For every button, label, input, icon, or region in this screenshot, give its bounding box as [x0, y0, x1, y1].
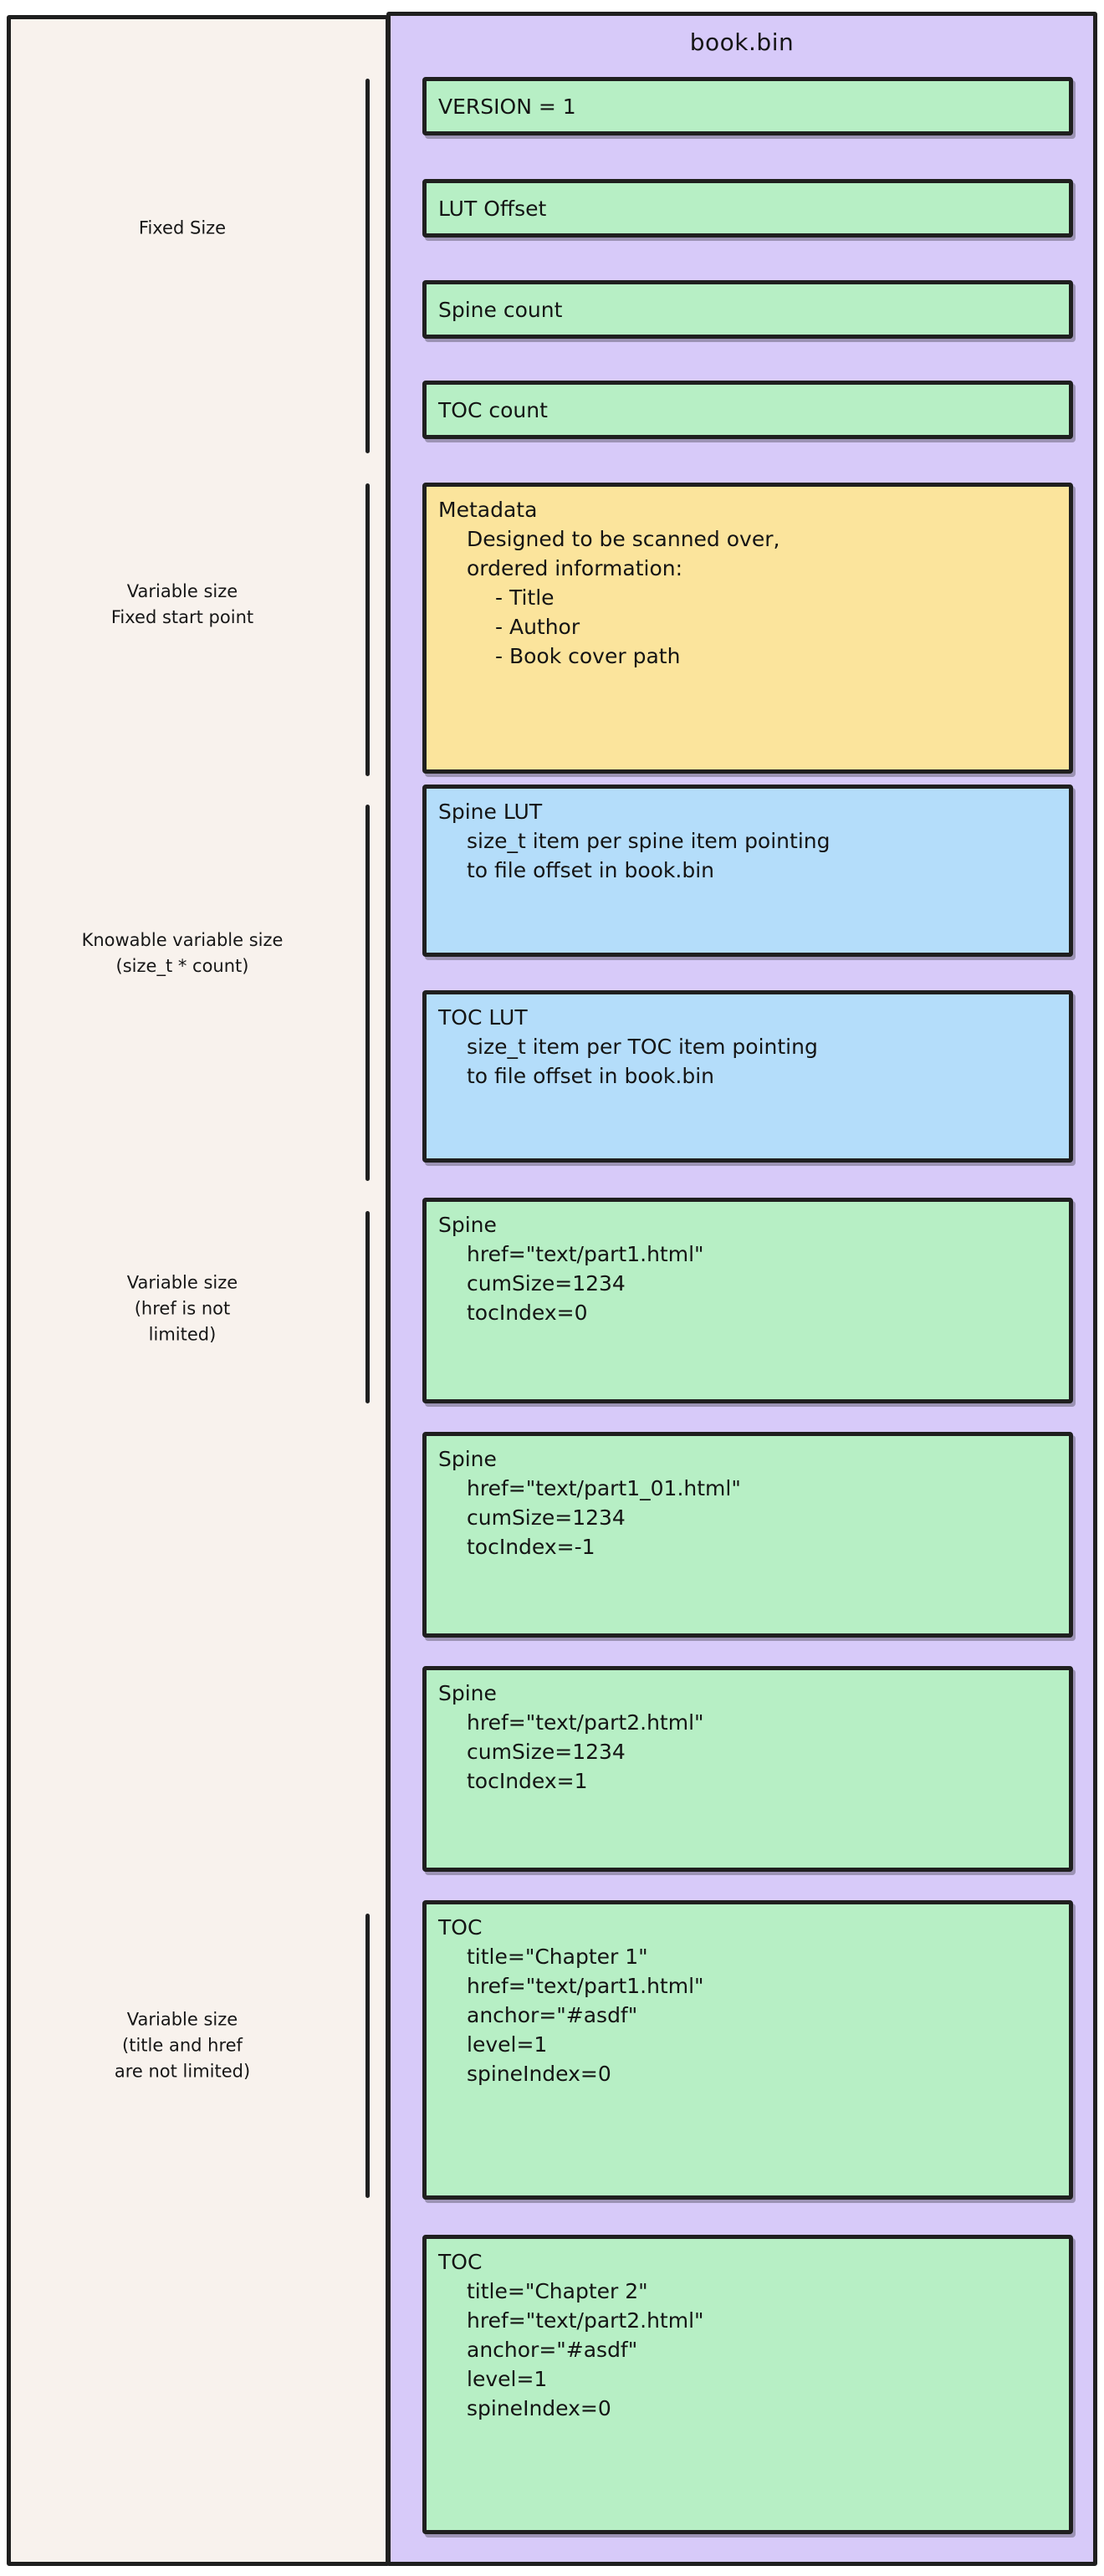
annotations-panel: [7, 15, 390, 2566]
block-header: TOC: [438, 1915, 483, 1940]
block-header: Spine: [438, 1447, 497, 1471]
block-header: LUT Offset: [438, 196, 547, 221]
block-line: anchor="#asdf": [467, 2003, 638, 2027]
block-version: VERSION = 1: [422, 77, 1073, 135]
block-line: href="text/part1_01.html": [467, 1476, 741, 1500]
block-line: tocIndex=1: [467, 1769, 588, 1793]
bracket-variable-title-href: [365, 1914, 370, 2198]
block-toc-count: TOC count: [422, 381, 1073, 439]
block-line: Designed to be scanned over,: [467, 527, 780, 551]
bracket-variable-fixed-start: [365, 483, 370, 776]
block-line: href="text/part2.html": [467, 2308, 704, 2333]
block-line: ordered information:: [467, 556, 683, 580]
block-line: tocIndex=-1: [467, 1535, 595, 1559]
block-line: spineIndex=0: [467, 2062, 611, 2086]
block-header: TOC LUT: [438, 1005, 528, 1030]
block-line: cumSize=1234: [467, 1271, 626, 1296]
block-line: level=1: [467, 2367, 548, 2391]
block-header: VERSION = 1: [438, 94, 576, 119]
block-line: size_t item per TOC item pointing: [467, 1035, 818, 1059]
block-line: to file offset in book.bin: [467, 1064, 715, 1088]
block-header: Spine: [438, 1213, 497, 1237]
block-line: tocIndex=0: [467, 1301, 588, 1325]
block-spine-lut: Spine LUT size_t item per spine item poi…: [422, 785, 1073, 957]
block-metadata: Metadata Designed to be scanned over, or…: [422, 483, 1073, 774]
block-line: - Author: [495, 615, 580, 639]
block-spine-1: Spine href="text/part1.html" cumSize=123…: [422, 1198, 1073, 1403]
block-header: TOC: [438, 2250, 483, 2274]
group-label-fixed-size: Fixed Size: [138, 217, 227, 238]
block-line: anchor="#asdf": [467, 2338, 638, 2362]
block-spine-3: Spine href="text/part2.html" cumSize=123…: [422, 1666, 1073, 1872]
block-toc-2: TOC title="Chapter 2" href="text/part2.h…: [422, 2235, 1073, 2534]
block-line: level=1: [467, 2032, 548, 2057]
group-label-knowable-variable-size: Knowable variable size (size_t * count): [81, 930, 284, 976]
block-toc-lut: TOC LUT size_t item per TOC item pointin…: [422, 990, 1073, 1163]
block-toc-1: TOC title="Chapter 1" href="text/part1.h…: [422, 1900, 1073, 2200]
block-spine-2: Spine href="text/part1_01.html" cumSize=…: [422, 1432, 1073, 1638]
block-header: TOC count: [438, 397, 548, 422]
block-line: to file offset in book.bin: [467, 858, 715, 882]
block-line: title="Chapter 2": [467, 2279, 648, 2303]
block-line: href="text/part2.html": [467, 1710, 704, 1735]
block-line: - Book cover path: [495, 644, 681, 668]
block-line: title="Chapter 1": [467, 1945, 648, 1969]
bracket-variable-href: [365, 1211, 370, 1403]
block-lut-offset: LUT Offset: [422, 179, 1073, 238]
bracket-knowable-variable-size: [365, 805, 370, 1181]
block-line: spineIndex=0: [467, 2396, 611, 2420]
page-title: book.bin: [689, 28, 795, 56]
block-header: Spine count: [438, 297, 563, 322]
group-label-variable-title-href: Variable size (title and href are not li…: [114, 2009, 251, 2082]
block-line: size_t item per spine item pointing: [467, 829, 831, 853]
block-line: - Title: [495, 585, 555, 610]
block-spine-count: Spine count: [422, 280, 1073, 339]
block-header: Metadata: [438, 498, 538, 522]
block-line: href="text/part1.html": [467, 1974, 704, 1998]
bracket-fixed-size: [365, 79, 370, 453]
group-label-variable-href: Variable size (href is not limited): [126, 1272, 238, 1345]
group-label-variable-fixed-start: Variable size Fixed start point: [110, 581, 254, 627]
block-line: href="text/part1.html": [467, 1242, 704, 1266]
block-header: Spine: [438, 1681, 497, 1705]
block-line: cumSize=1234: [467, 1505, 626, 1530]
block-line: cumSize=1234: [467, 1740, 626, 1764]
block-header: Spine LUT: [438, 800, 543, 824]
